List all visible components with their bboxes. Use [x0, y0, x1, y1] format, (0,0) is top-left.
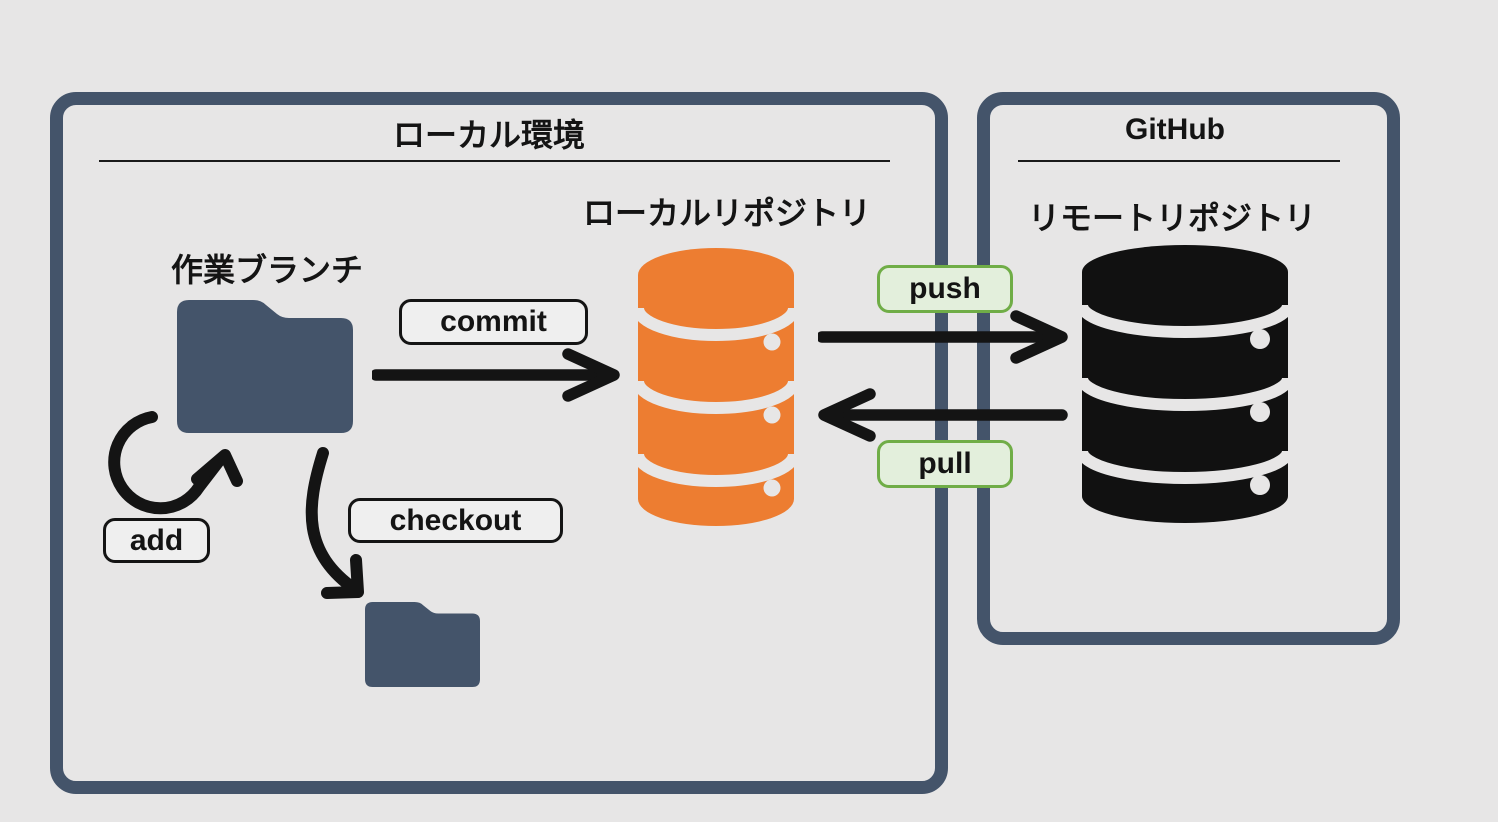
db-dot: [763, 406, 781, 424]
arrow-shaft: [305, 447, 362, 596]
push-label-text: push: [909, 272, 981, 305]
folder-shape: [365, 602, 480, 687]
db-dot: [763, 333, 781, 351]
pull-label: pull: [877, 440, 1013, 488]
db-stripe: [1082, 304, 1288, 338]
add-label: add: [103, 518, 210, 563]
local-repo-database-icon: [638, 248, 794, 526]
db-dot: [1250, 475, 1270, 495]
commit-label: commit: [399, 299, 588, 345]
checkout-label-text: checkout: [389, 503, 522, 537]
pull-label-text: pull: [918, 447, 972, 480]
checkout-folder-icon: [365, 602, 480, 687]
commit-arrow-icon: [372, 348, 620, 402]
commit-label-text: commit: [440, 305, 547, 338]
work-branch-label: 作業ブランチ: [170, 252, 364, 288]
work-branch-folder-icon: [177, 300, 353, 433]
arrow-head: [191, 449, 243, 487]
push-label: push: [877, 265, 1013, 313]
db-dot: [1250, 329, 1270, 349]
add-cycle-arrow-icon: [108, 411, 243, 515]
remote-repo-database-icon: [1082, 245, 1288, 523]
db-stripe: [1082, 450, 1288, 484]
db-body: [638, 275, 794, 526]
local-repo-label: ローカルリポジトリ: [582, 195, 872, 231]
db-dot: [763, 479, 781, 497]
db-stripe: [638, 380, 794, 414]
local-env-title: ローカル環境: [392, 117, 586, 153]
local-title-underline: [99, 160, 890, 162]
push-arrow-icon: [818, 310, 1068, 364]
arrow-shaft: [108, 411, 225, 515]
db-dot: [1250, 402, 1270, 422]
pull-arrow-icon: [818, 388, 1068, 442]
arrow-head: [818, 388, 876, 442]
github-title-underline: [1018, 160, 1340, 162]
checkout-arrow-icon: [305, 447, 364, 599]
github-title: GitHub: [1125, 113, 1225, 146]
remote-repo-label: リモートリポジトリ: [1027, 200, 1317, 236]
github-box: [977, 92, 1400, 645]
db-stripe: [638, 453, 794, 487]
db-body: [1082, 272, 1288, 523]
db-stripe: [638, 307, 794, 341]
db-stripe: [1082, 377, 1288, 411]
arrow-head: [562, 348, 620, 402]
arrow-head: [321, 554, 364, 599]
arrow-head: [1010, 310, 1068, 364]
checkout-label: checkout: [348, 498, 563, 543]
add-label-text: add: [129, 523, 184, 557]
folder-shape: [177, 300, 353, 433]
